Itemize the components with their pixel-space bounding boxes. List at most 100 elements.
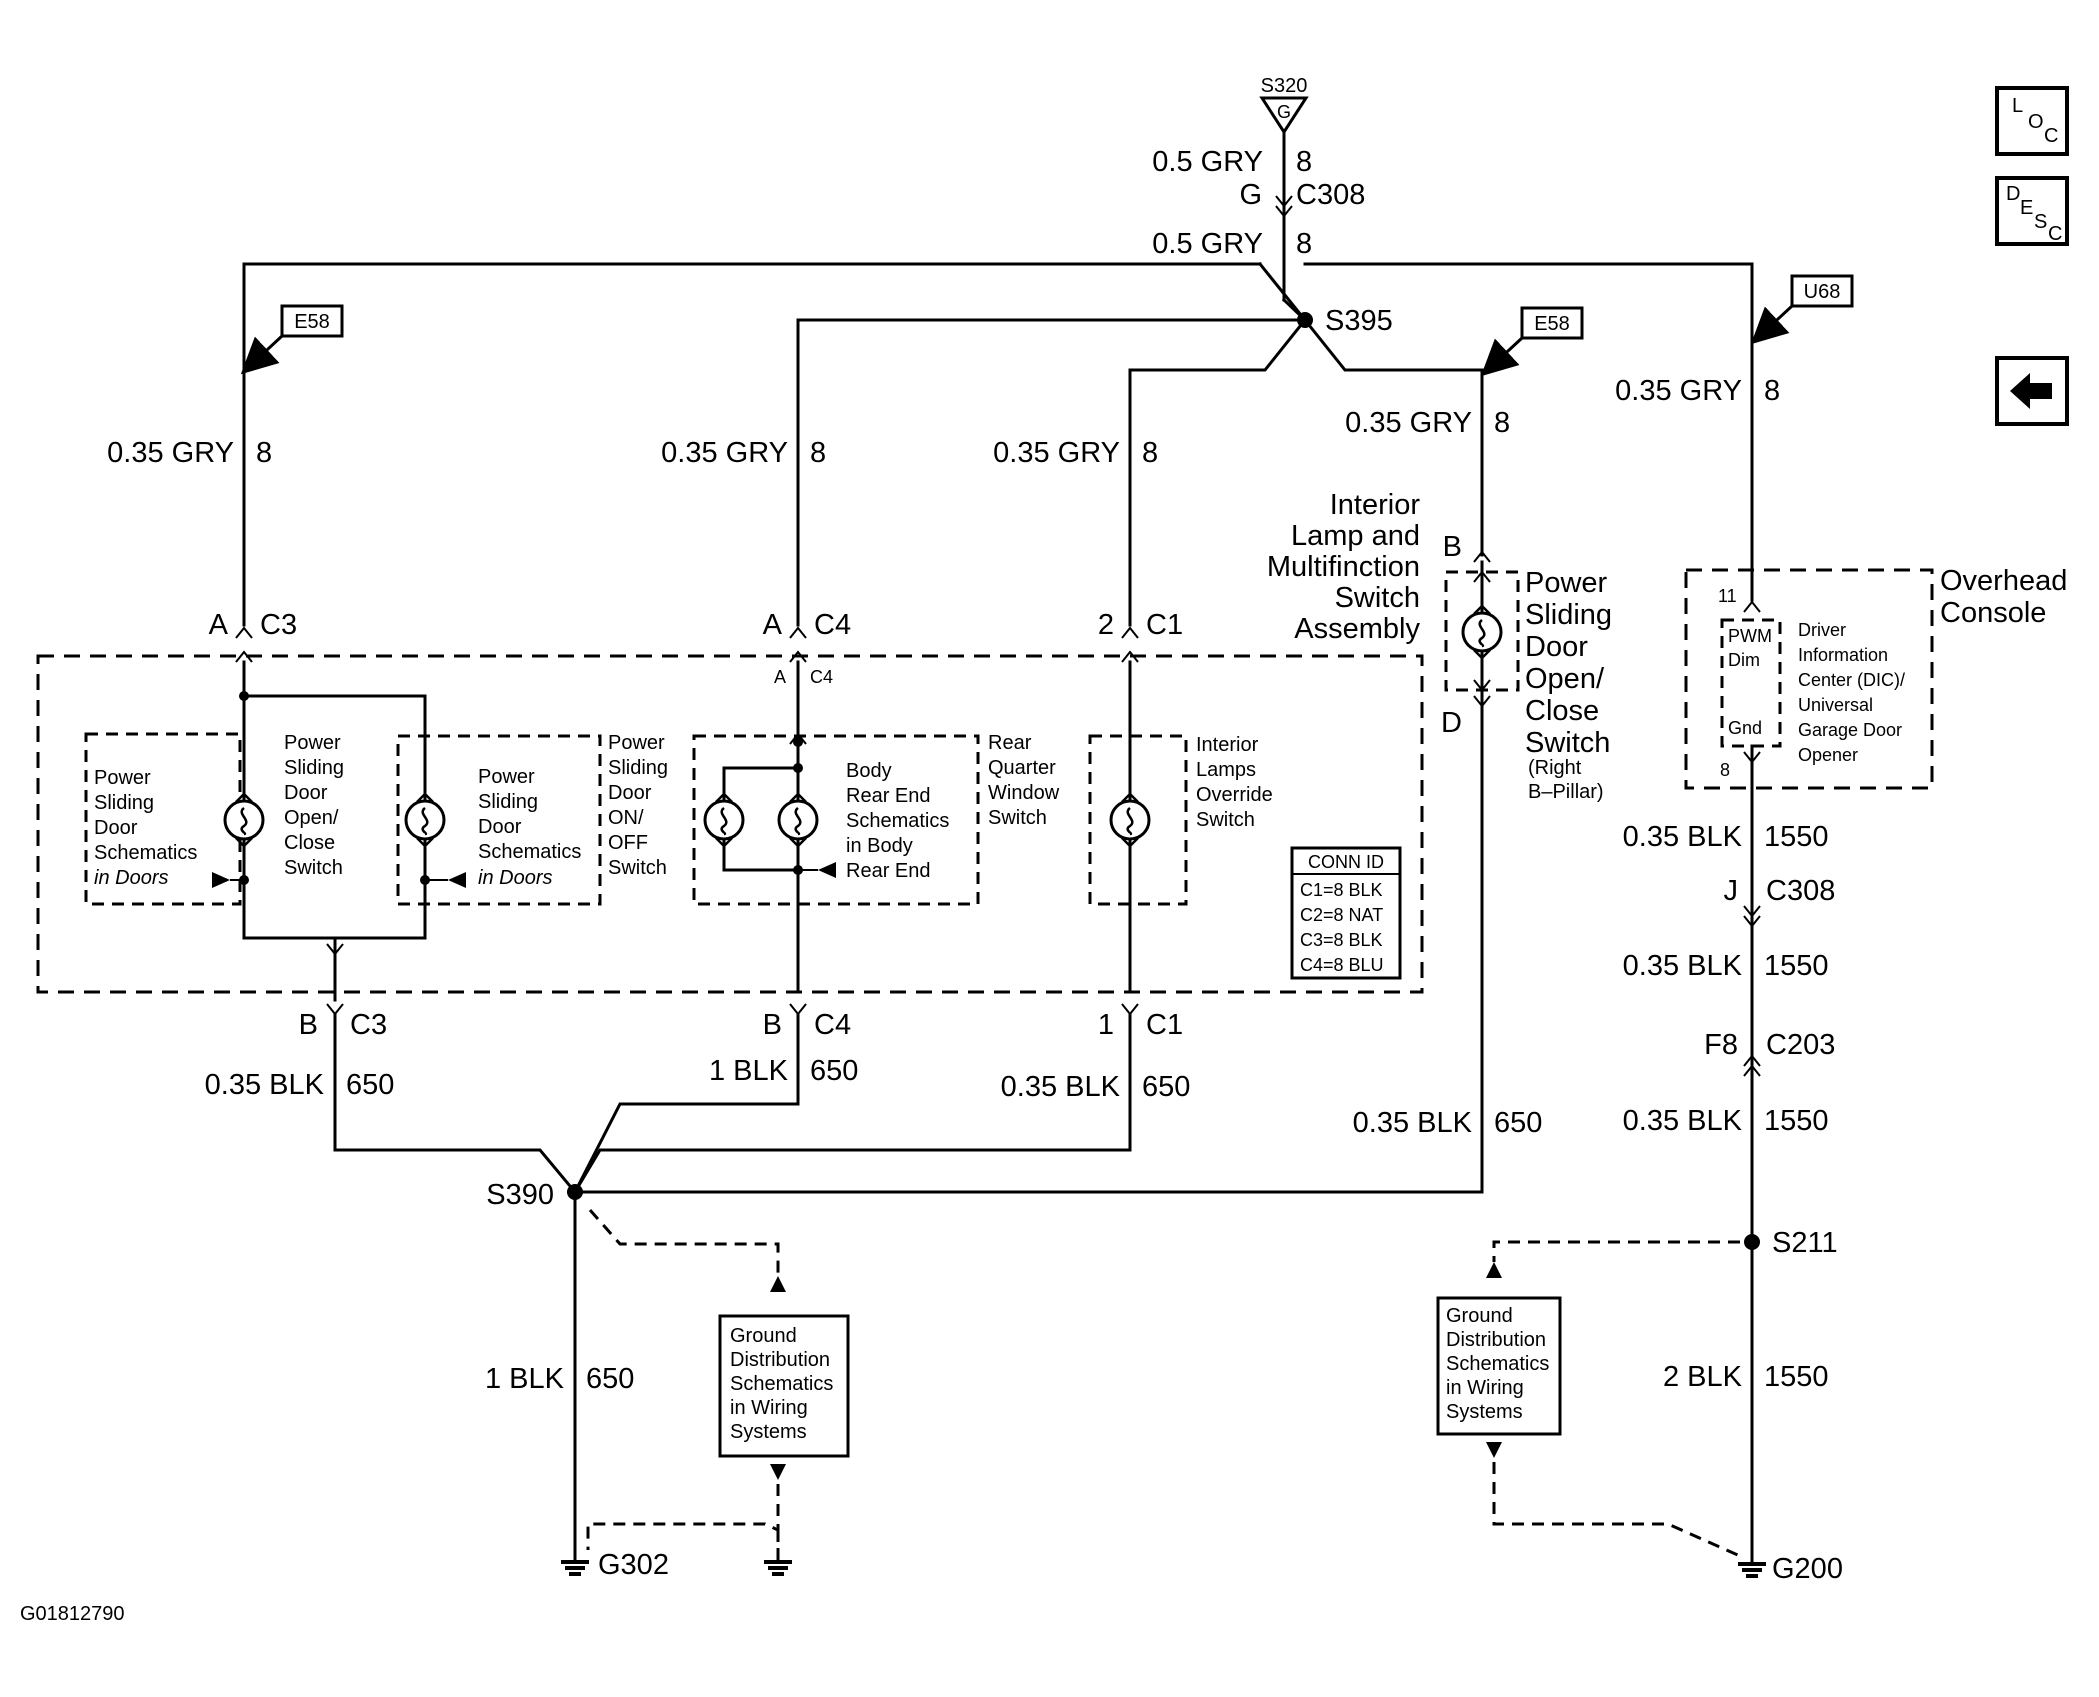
wire-circuit: 8 bbox=[810, 437, 826, 469]
s320-reference: S320 G bbox=[1259, 75, 1309, 135]
svg-text:Overhead: Overhead bbox=[1940, 565, 2067, 597]
svg-text:C1=8 BLK: C1=8 BLK bbox=[1300, 880, 1383, 900]
svg-text:Switch: Switch bbox=[1335, 582, 1420, 614]
right-pillar-switch-label: Power Sliding Door Open/ Close Switch (R… bbox=[1525, 567, 1612, 803]
connector-pin: 2 bbox=[1098, 609, 1114, 641]
wire-label: 0.35 GRY bbox=[661, 437, 788, 469]
svg-text:Rear End: Rear End bbox=[846, 785, 931, 807]
svg-text:Rear End: Rear End bbox=[846, 860, 931, 882]
connector-pin: 8 bbox=[1720, 760, 1730, 780]
svg-text:Interior: Interior bbox=[1196, 734, 1259, 756]
svg-text:Schematics: Schematics bbox=[730, 1373, 833, 1395]
svg-text:Information: Information bbox=[1798, 645, 1888, 665]
svg-text:Multifinction: Multifinction bbox=[1267, 551, 1420, 583]
wire-label: 0.35 BLK bbox=[1623, 1105, 1743, 1137]
svg-text:Power: Power bbox=[284, 732, 341, 754]
ground-distribution-reference[interactable]: Ground Distribution Schematics in Wiring… bbox=[718, 1314, 850, 1458]
svg-text:C3=8 BLK: C3=8 BLK bbox=[1300, 930, 1383, 950]
pillar-switch-icon bbox=[1461, 604, 1503, 660]
desc-button[interactable]: D E S C bbox=[1995, 176, 2069, 246]
interior-lamp-assembly-box bbox=[36, 654, 1424, 994]
svg-text:U68: U68 bbox=[1804, 281, 1841, 303]
svg-text:S: S bbox=[2034, 211, 2047, 233]
overhead-console-label: Overhead Console bbox=[1940, 565, 2067, 629]
wire-label: 0.35 GRY bbox=[107, 437, 234, 469]
svg-text:Center (DIC)/: Center (DIC)/ bbox=[1798, 670, 1905, 690]
svg-text:Lamps: Lamps bbox=[1196, 759, 1256, 781]
svg-text:G: G bbox=[1277, 102, 1291, 122]
svg-text:Interior: Interior bbox=[1330, 489, 1421, 521]
svg-text:Sliding: Sliding bbox=[284, 757, 344, 779]
connector-pin: D bbox=[1441, 707, 1462, 739]
door-switch-icon bbox=[223, 792, 265, 848]
splice-s390 bbox=[567, 1184, 583, 1200]
svg-text:Ground: Ground bbox=[1446, 1305, 1513, 1327]
svg-text:C2=8 NAT: C2=8 NAT bbox=[1300, 905, 1383, 925]
svg-text:Door: Door bbox=[478, 816, 522, 838]
override-switch-icon bbox=[1109, 792, 1151, 848]
connector-label: C3 bbox=[260, 609, 297, 641]
connector-pin: A bbox=[209, 609, 229, 641]
connector-pin: F8 bbox=[1704, 1029, 1738, 1061]
svg-text:Schematics: Schematics bbox=[478, 841, 581, 863]
rear-quarter-switch-text: Rear Quarter Window Switch bbox=[988, 732, 1060, 829]
svg-text:Close: Close bbox=[284, 832, 335, 854]
wire-label: 0.35 BLK bbox=[205, 1069, 325, 1101]
wire-label: 0.5 GRY bbox=[1152, 228, 1263, 260]
connector-label: C3 bbox=[350, 1009, 387, 1041]
connector-label: C1 bbox=[1146, 1009, 1183, 1041]
window-switch-icon bbox=[777, 792, 819, 848]
wire-circuit: 1550 bbox=[1764, 1361, 1829, 1393]
loc-button[interactable]: L O C bbox=[1995, 86, 2069, 156]
connector-pin: 11 bbox=[1718, 586, 1737, 606]
wire-circuit: 1550 bbox=[1764, 1105, 1829, 1137]
wire-label: 0.35 BLK bbox=[1353, 1107, 1473, 1139]
svg-text:Switch: Switch bbox=[1196, 809, 1255, 831]
ground-distribution-reference-right[interactable]: Ground Distribution Schematics in Wiring… bbox=[1436, 1296, 1562, 1436]
svg-text:Sliding: Sliding bbox=[608, 757, 668, 779]
connector-label: C1 bbox=[1146, 609, 1183, 641]
window-switch-icon bbox=[703, 792, 745, 848]
wire-circuit: 1550 bbox=[1764, 821, 1829, 853]
svg-text:Door: Door bbox=[1525, 631, 1588, 663]
svg-text:Power: Power bbox=[1525, 567, 1608, 599]
svg-text:Sliding: Sliding bbox=[94, 792, 154, 814]
svg-text:in Body: in Body bbox=[846, 835, 913, 857]
svg-text:Assembly: Assembly bbox=[1294, 613, 1420, 645]
door-switch-icon bbox=[404, 792, 446, 848]
wire-circuit: 8 bbox=[1142, 437, 1158, 469]
svg-text:Override: Override bbox=[1196, 784, 1273, 806]
svg-text:in Wiring: in Wiring bbox=[730, 1397, 808, 1419]
svg-text:Systems: Systems bbox=[730, 1421, 807, 1443]
ground-icon bbox=[559, 1546, 591, 1576]
svg-text:Body: Body bbox=[846, 760, 892, 782]
svg-text:Power: Power bbox=[478, 766, 535, 788]
svg-text:ON/: ON/ bbox=[608, 807, 644, 829]
connector-pin: B bbox=[763, 1009, 782, 1041]
svg-text:O: O bbox=[2028, 111, 2044, 133]
override-switch-text: Interior Lamps Override Switch bbox=[1196, 734, 1273, 831]
svg-text:E58: E58 bbox=[294, 311, 330, 333]
back-button[interactable] bbox=[1995, 356, 2069, 426]
svg-text:Quarter: Quarter bbox=[988, 757, 1056, 779]
connector-pin: A bbox=[763, 609, 783, 641]
connector-pin: B bbox=[299, 1009, 318, 1041]
svg-text:Distribution: Distribution bbox=[1446, 1329, 1546, 1351]
psd-schematics2-text: Power Sliding Door Schematics in Doors bbox=[478, 766, 581, 889]
connector-pin: B bbox=[1443, 531, 1462, 563]
svg-text:in Doors: in Doors bbox=[478, 867, 552, 889]
wire-circuit: 8 bbox=[1764, 375, 1780, 407]
wire-label: 0.35 BLK bbox=[1001, 1071, 1121, 1103]
svg-text:Distribution: Distribution bbox=[730, 1349, 830, 1371]
psd-open-close-switch-text: Power Sliding Door Open/ Close Switch bbox=[284, 732, 344, 879]
svg-text:Window: Window bbox=[988, 782, 1060, 804]
splice-s211 bbox=[1744, 1234, 1760, 1250]
svg-text:Power: Power bbox=[94, 767, 151, 789]
svg-text:Schematics: Schematics bbox=[1446, 1353, 1549, 1375]
wire-circuit: 8 bbox=[1494, 407, 1510, 439]
conn-id-table: CONN ID C1=8 BLK C2=8 NAT C3=8 BLK C4=8 … bbox=[1290, 846, 1402, 980]
svg-text:in Wiring: in Wiring bbox=[1446, 1377, 1524, 1399]
svg-text:Door: Door bbox=[608, 782, 652, 804]
svg-text:Schematics: Schematics bbox=[846, 810, 949, 832]
